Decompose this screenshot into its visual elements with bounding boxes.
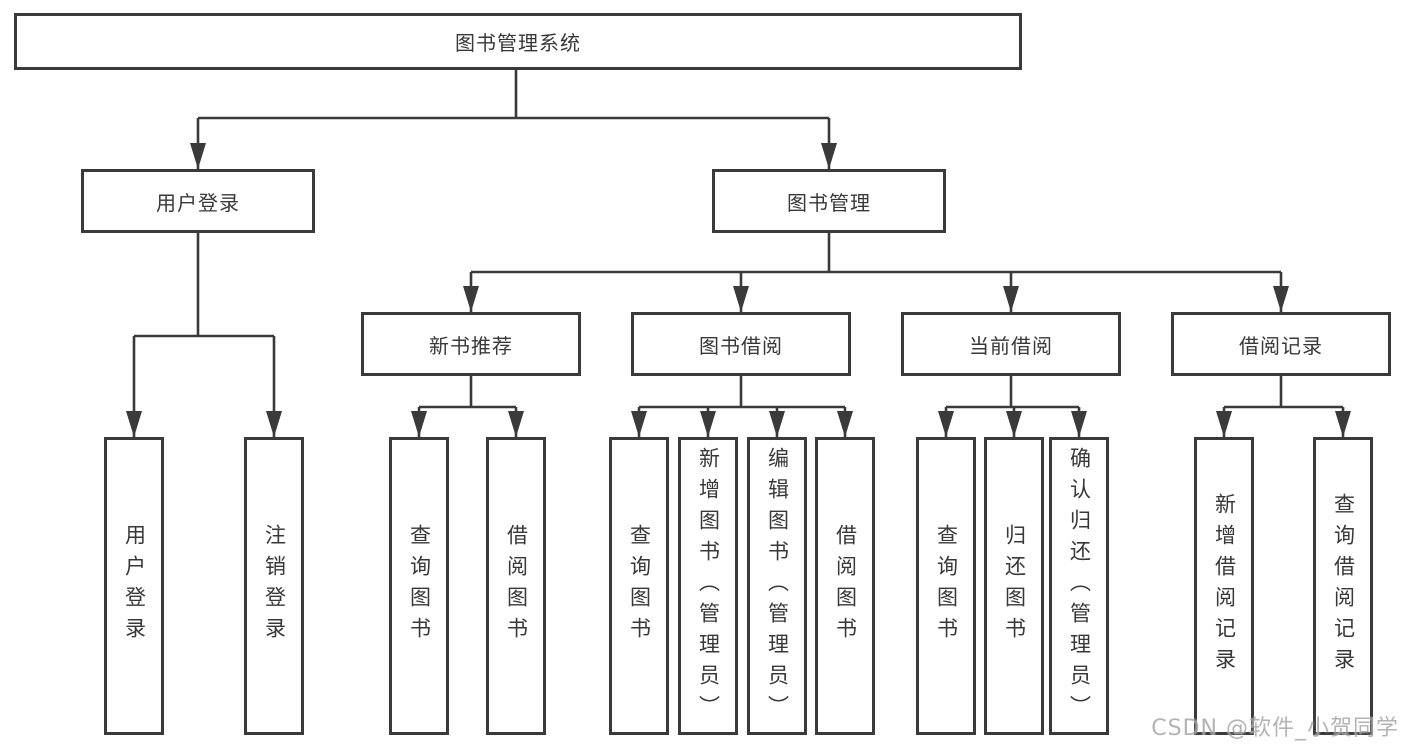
node-borrowing-records-label: 借阅记录 bbox=[1239, 333, 1323, 358]
leaf-add-borrow-record: 新增借阅记录 bbox=[1194, 437, 1254, 735]
node-user-login-label: 用户登录 bbox=[156, 190, 240, 215]
leaf-return-book: 归还图书 bbox=[984, 437, 1044, 735]
leaf-add-book-admin-label: 新增图书（管理员） bbox=[696, 446, 721, 726]
leaf-borrow-books-recommend-label: 借阅图书 bbox=[504, 524, 529, 648]
leaf-user-login-label: 用户登录 bbox=[122, 524, 147, 648]
watermark-text: CSDN @软件_小贺同学 bbox=[1151, 716, 1399, 741]
leaf-borrow-books-borrowing: 借阅图书 bbox=[815, 437, 875, 735]
node-user-login: 用户登录 bbox=[81, 169, 315, 233]
leaf-confirm-return-admin: 确认归还（管理员） bbox=[1049, 437, 1109, 735]
leaf-query-books-borrowing-label: 查询图书 bbox=[627, 524, 652, 648]
node-new-book-recommendation: 新书推荐 bbox=[361, 312, 581, 376]
node-book-borrowing: 图书借阅 bbox=[631, 312, 851, 376]
leaf-borrow-books-recommend: 借阅图书 bbox=[486, 437, 546, 735]
node-book-borrowing-label: 图书借阅 bbox=[699, 333, 783, 358]
leaf-borrow-books-borrowing-label: 借阅图书 bbox=[833, 524, 858, 648]
leaf-confirm-return-admin-label: 确认归还（管理员） bbox=[1067, 446, 1092, 726]
leaf-query-books-recommend-label: 查询图书 bbox=[407, 524, 432, 648]
leaf-query-books-current-label: 查询图书 bbox=[934, 524, 959, 648]
leaf-query-books-borrowing: 查询图书 bbox=[609, 437, 669, 735]
node-root-label: 图书管理系统 bbox=[455, 31, 581, 55]
node-book-management-label: 图书管理 bbox=[787, 190, 871, 215]
leaf-query-books-current: 查询图书 bbox=[916, 437, 976, 735]
leaf-edit-book-admin-label: 编辑图书（管理员） bbox=[765, 446, 790, 726]
leaf-user-login: 用户登录 bbox=[104, 437, 164, 735]
node-borrowing-records: 借阅记录 bbox=[1171, 312, 1391, 376]
leaf-query-borrow-record-label: 查询借阅记录 bbox=[1331, 493, 1356, 679]
leaf-query-borrow-record: 查询借阅记录 bbox=[1313, 437, 1373, 735]
leaf-add-book-admin: 新增图书（管理员） bbox=[678, 437, 738, 735]
node-current-borrowing-label: 当前借阅 bbox=[969, 333, 1053, 358]
leaf-query-books-recommend: 查询图书 bbox=[389, 437, 449, 735]
leaf-return-book-label: 归还图书 bbox=[1002, 524, 1027, 648]
leaf-logout: 注销登录 bbox=[244, 437, 304, 735]
node-book-management: 图书管理 bbox=[712, 169, 946, 233]
leaf-add-borrow-record-label: 新增借阅记录 bbox=[1212, 493, 1237, 679]
node-current-borrowing: 当前借阅 bbox=[901, 312, 1121, 376]
leaf-edit-book-admin: 编辑图书（管理员） bbox=[747, 437, 807, 735]
leaf-logout-label: 注销登录 bbox=[262, 524, 287, 648]
node-root: 图书管理系统 bbox=[14, 13, 1022, 70]
node-new-book-recommendation-label: 新书推荐 bbox=[429, 333, 513, 358]
